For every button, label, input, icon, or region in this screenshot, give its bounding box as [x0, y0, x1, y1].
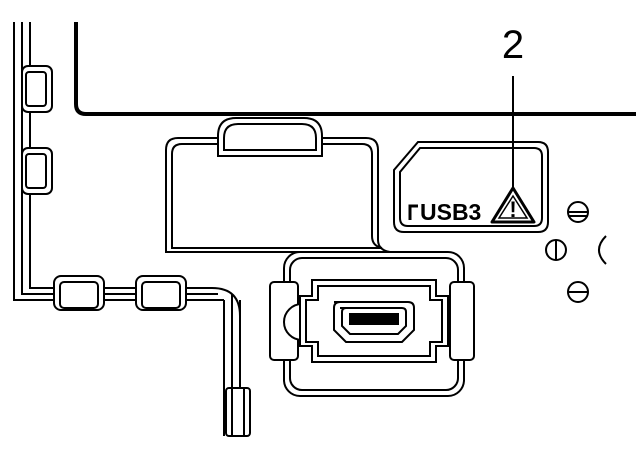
mini-usb-port-icon: [333, 301, 415, 343]
screw-icon: [567, 201, 589, 223]
port-cover-flap: [165, 117, 391, 253]
bottom-connector-stub: [225, 387, 251, 437]
usb3-label-text: USB3: [420, 199, 481, 225]
port-bracket-glyph: [408, 204, 418, 220]
warning-mark: !: [509, 197, 516, 222]
screw-icon: [545, 239, 567, 261]
callout-number: 2: [502, 23, 524, 67]
warning-triangle-icon: !: [490, 186, 536, 224]
partial-port-arc: [598, 235, 607, 265]
screw-icon: [567, 281, 589, 303]
rail-side-tabs: [21, 65, 53, 195]
rail-bottom-tabs: [53, 275, 187, 311]
rear-panel-outline: [74, 22, 636, 116]
